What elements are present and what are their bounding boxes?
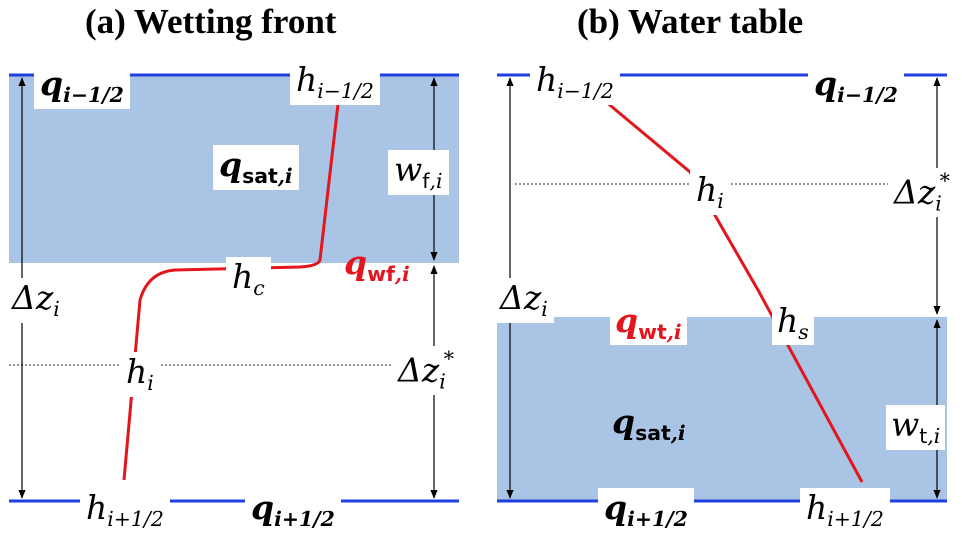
head-top-label-b: hi−1/2 (530, 60, 620, 105)
delta-z-label-a: Δzi (6, 278, 66, 323)
pressure-head-profile-b (604, 99, 864, 483)
flux-bottom-label-a: qi+1/2 (245, 488, 341, 533)
flux-wf-label: qwf,i (344, 243, 410, 287)
head-i-label-a: hi (120, 352, 160, 397)
w-f-label: wf,i (388, 150, 449, 195)
delta-z-label-b: Δzi (494, 278, 554, 323)
flux-wt-label: qwt,i (610, 302, 687, 345)
head-bottom-label-a: hi+1/2 (80, 488, 170, 533)
flux-top-label-b: qi−1/2 (808, 64, 904, 109)
saturated-zone-b (497, 317, 947, 501)
head-i-label-b: hi (690, 170, 730, 215)
panel-a-title: (a) Wetting front (85, 2, 337, 41)
panel-b-title: (b) Water table (577, 2, 804, 41)
delta-z-star-label-a: Δzi* (392, 346, 460, 395)
w-t-label: wt,i (886, 405, 946, 450)
head-s-label: hs (772, 302, 814, 345)
head-bottom-label-b: hi+1/2 (800, 488, 890, 533)
head-c-label: hc (226, 257, 271, 302)
flux-top-label-a: qi−1/2 (34, 64, 130, 109)
flux-bottom-label-b: qi+1/2 (598, 488, 694, 533)
delta-z-star-label-b: Δzi* (888, 168, 956, 217)
flux-sat-label-b: qsat,i (612, 402, 686, 446)
head-top-label-a: hi−1/2 (290, 60, 380, 105)
flux-sat-label-a: qsat,i (213, 145, 299, 190)
